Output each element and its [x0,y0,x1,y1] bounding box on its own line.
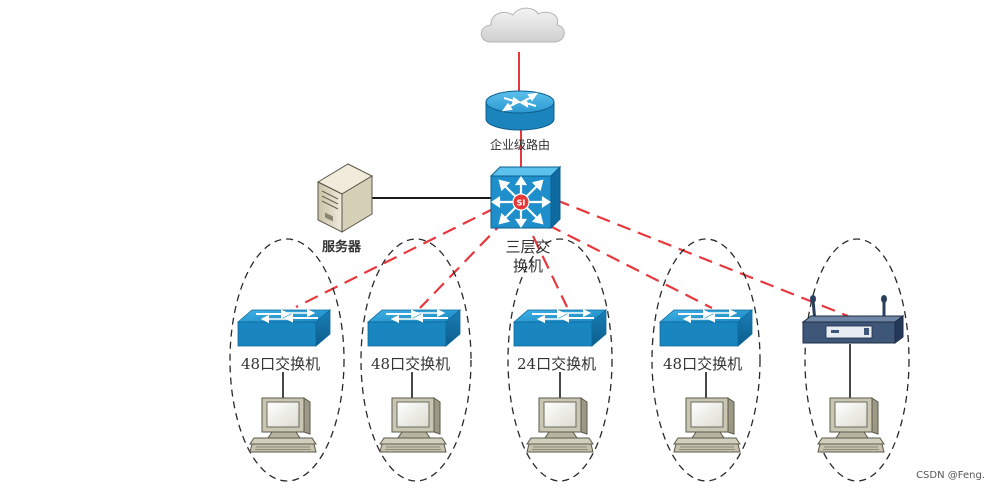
link-l3-switch3 [532,235,568,308]
pc-1-icon [249,397,317,453]
access-switch-3-icon [513,309,607,347]
server-icon [316,163,374,233]
access-switch-1-label: 48口交换机 [241,355,321,373]
link-l3-switch2 [419,219,506,309]
l3-switch-label-line2: 换机 [512,257,543,275]
internet-cloud-icon [480,7,565,43]
access-switch-3-label: 24口交换机 [517,355,597,373]
l3-switch-badge: SI [517,199,526,208]
access-switch-2-icon [367,309,461,347]
pc-5-icon [817,397,885,453]
link-l3-ap [555,198,849,318]
link-l3-switch1 [295,207,496,308]
access-switch-4-label: 48口交换机 [663,355,743,373]
l3-switch-label-line1: 三层交 [505,238,551,256]
l3-switch-label: 三层交 换机 [498,238,558,276]
pc-2-icon [379,397,447,453]
layer3-switch-icon [489,165,562,230]
access-switch-2-label: 48口交换机 [371,355,451,373]
group-ellipse-2 [360,238,472,482]
link-l3-switch4 [547,224,713,309]
group-ellipse-1 [229,238,345,482]
pc-3-icon [526,397,594,453]
group-ellipse-5 [804,238,910,482]
server-label: 服务器 [322,240,362,255]
access-switch-1-icon [237,309,331,347]
group-ellipse-3 [507,238,613,482]
watermark: CSDN @Feng. [916,470,985,481]
router-label: 企业级路由 [490,138,551,152]
router-icon [485,90,555,131]
access-switch-4-icon [659,309,753,347]
wireless-ap-icon [801,295,905,344]
group-ellipse-4 [651,238,761,482]
pc-4-icon [673,397,741,453]
